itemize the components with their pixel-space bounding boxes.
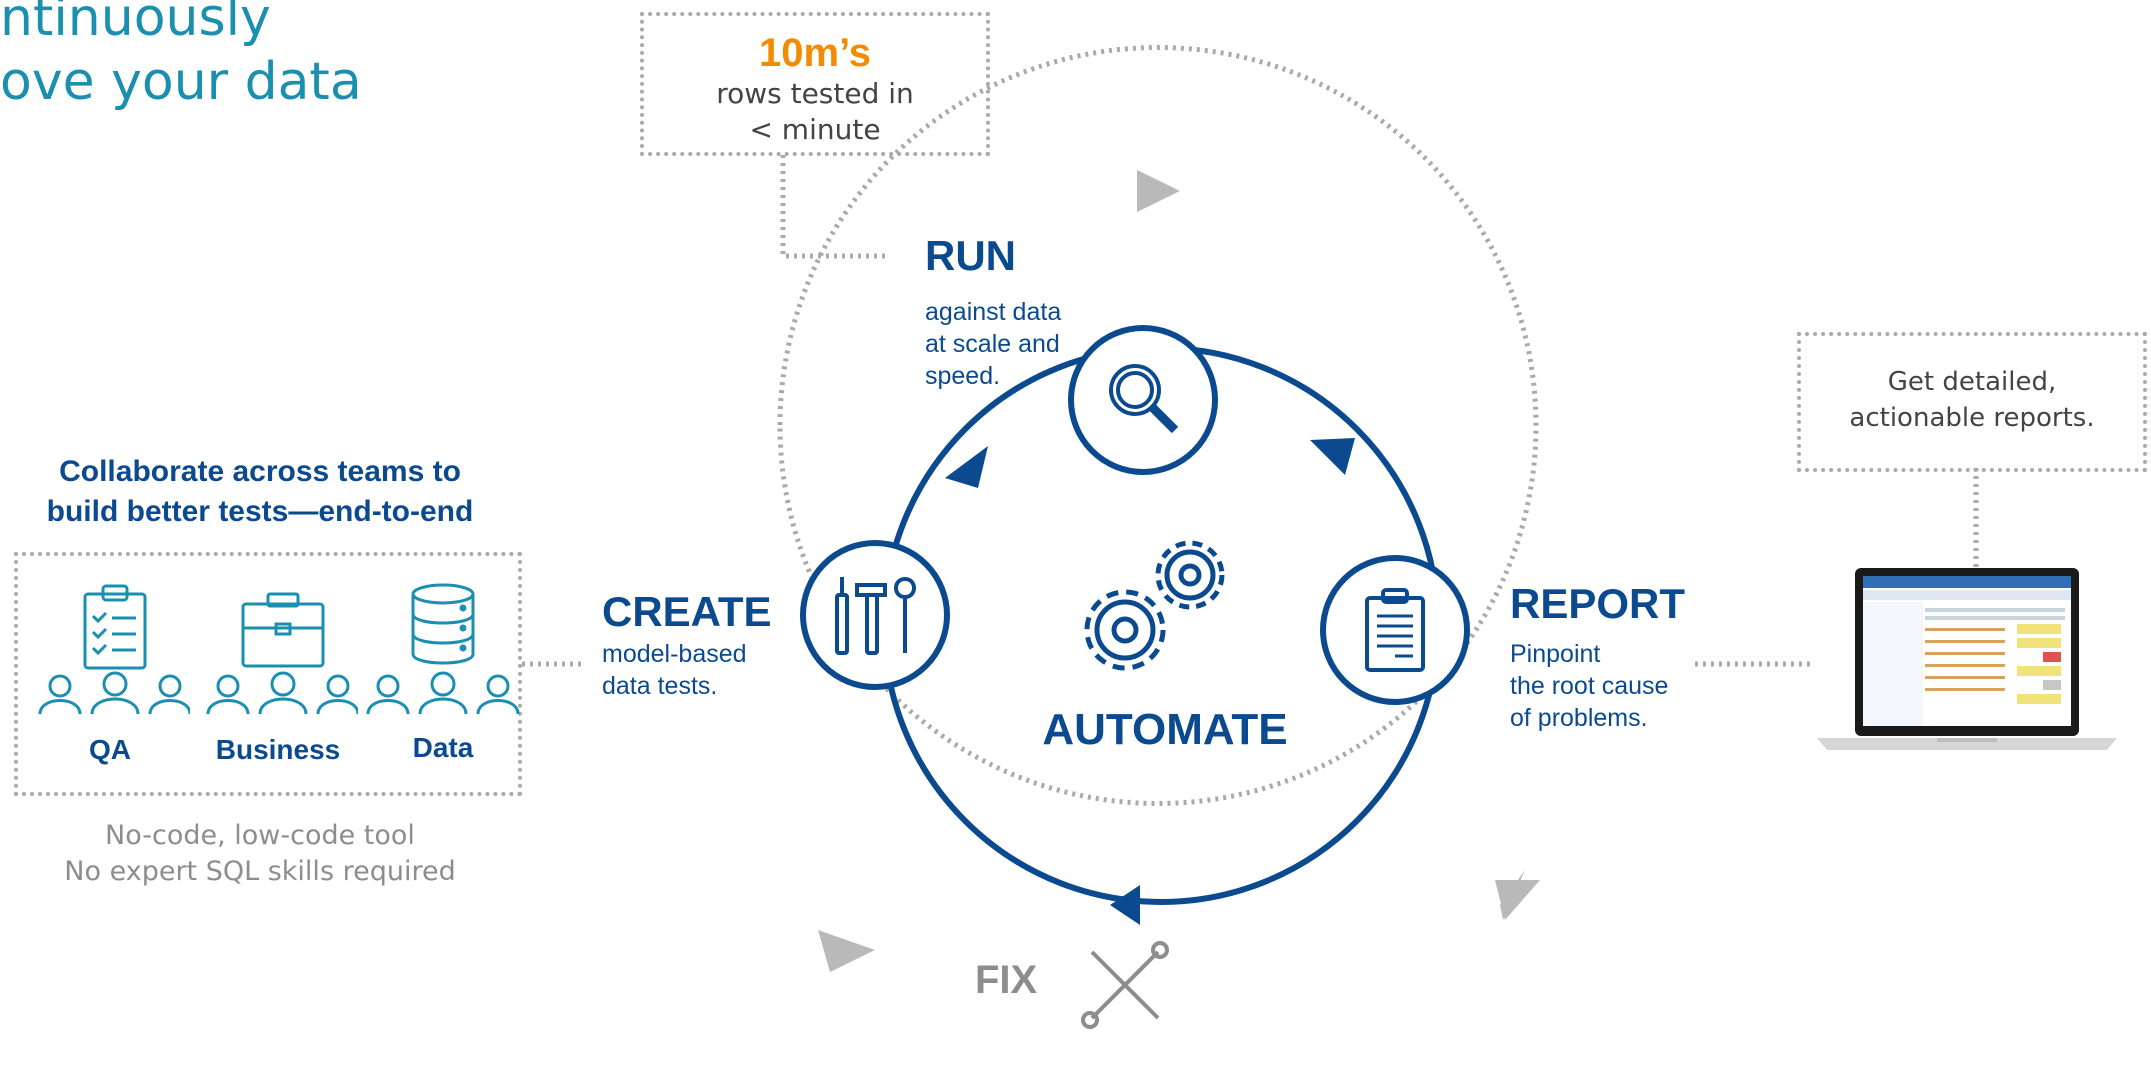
collab-title-line-2: build better tests—end-to-end — [46, 495, 474, 528]
stat-box: 10m’s rows tested in < minute — [640, 12, 990, 156]
headline: ntinuously ove your data — [0, 0, 362, 114]
collab-teams-box: QA Business — [14, 552, 522, 796]
reports-callout-box: Get detailed, actionable reports. — [1797, 332, 2147, 472]
reports-callout-line-1: Get detailed, — [1887, 367, 2057, 397]
inner-arrow-bottom — [1110, 885, 1140, 925]
run-line-1: against data — [925, 298, 1062, 326]
laptop-screenshot-icon — [1817, 568, 2117, 750]
headline-line-1: ntinuously — [0, 0, 271, 48]
stat-connector — [780, 155, 890, 259]
report-label-group: REPORT Pinpoint the root cause of proble… — [1510, 580, 1685, 734]
fix-title: FIX — [975, 958, 1038, 1002]
collab-note-line-2: No expert SQL skills required — [64, 856, 456, 887]
reports-callout-line-2: actionable reports. — [1849, 403, 2095, 433]
report-line-3: of problems. — [1510, 704, 1648, 732]
stat-line-1: rows tested in — [716, 77, 914, 110]
magnifier-icon — [1109, 364, 1179, 434]
team-business: Business — [198, 576, 360, 776]
team-qa-label: QA — [89, 734, 131, 765]
inner-arrow-top-right — [1310, 438, 1355, 475]
outer-arrow-right-head — [1495, 880, 1540, 920]
run-line-2: at scale and — [925, 330, 1060, 358]
team-qa: QA — [30, 576, 192, 776]
run-title: RUN — [925, 232, 1016, 279]
tools-icon — [835, 577, 916, 655]
report-clipboard-icon — [1365, 588, 1425, 672]
briefcase-icon — [206, 592, 360, 715]
report-node — [1320, 555, 1470, 705]
headline-line-2: ove your data — [0, 52, 362, 112]
collab-title: Collaborate across teams to build better… — [10, 452, 510, 532]
create-line-1: model-based — [602, 640, 747, 668]
collab-title-line-1: Collaborate across teams to — [59, 455, 461, 488]
outer-arrow-bottom-left — [818, 930, 875, 972]
reports-callout-text: Get detailed, actionable reports. — [1801, 364, 2143, 436]
create-label-group: CREATE model-based data tests. — [602, 588, 772, 702]
create-line-2: data tests. — [602, 672, 718, 700]
gears-icon — [1084, 540, 1225, 671]
automate-label: AUTOMATE — [1042, 705, 1288, 754]
report-line-2: the root cause — [1510, 672, 1669, 700]
clipboard-checklist-icon — [38, 584, 192, 715]
collab-note: No-code, low-code tool No expert SQL ski… — [10, 818, 510, 890]
outer-arrow-top — [1137, 170, 1180, 212]
create-title: CREATE — [602, 588, 772, 635]
run-line-3: speed. — [925, 362, 1001, 390]
team-business-label: Business — [215, 734, 341, 765]
run-node — [1068, 325, 1218, 475]
collab-note-line-1: No-code, low-code tool — [105, 820, 415, 851]
stat-value: 10m’s — [759, 31, 871, 75]
team-data-label: Data — [412, 732, 474, 763]
wrench-screwdriver-icon — [1081, 941, 1169, 1029]
database-icon — [366, 583, 520, 715]
team-data: Data — [363, 576, 523, 776]
stat-line-2: < minute — [749, 113, 881, 146]
report-line-1: Pinpoint — [1510, 640, 1601, 668]
run-label-group: RUN against data at scale and speed. — [925, 232, 1061, 392]
inner-arrow-top-left — [945, 446, 988, 488]
report-title: REPORT — [1510, 580, 1686, 627]
outer-dotted-cycle — [777, 45, 1539, 806]
